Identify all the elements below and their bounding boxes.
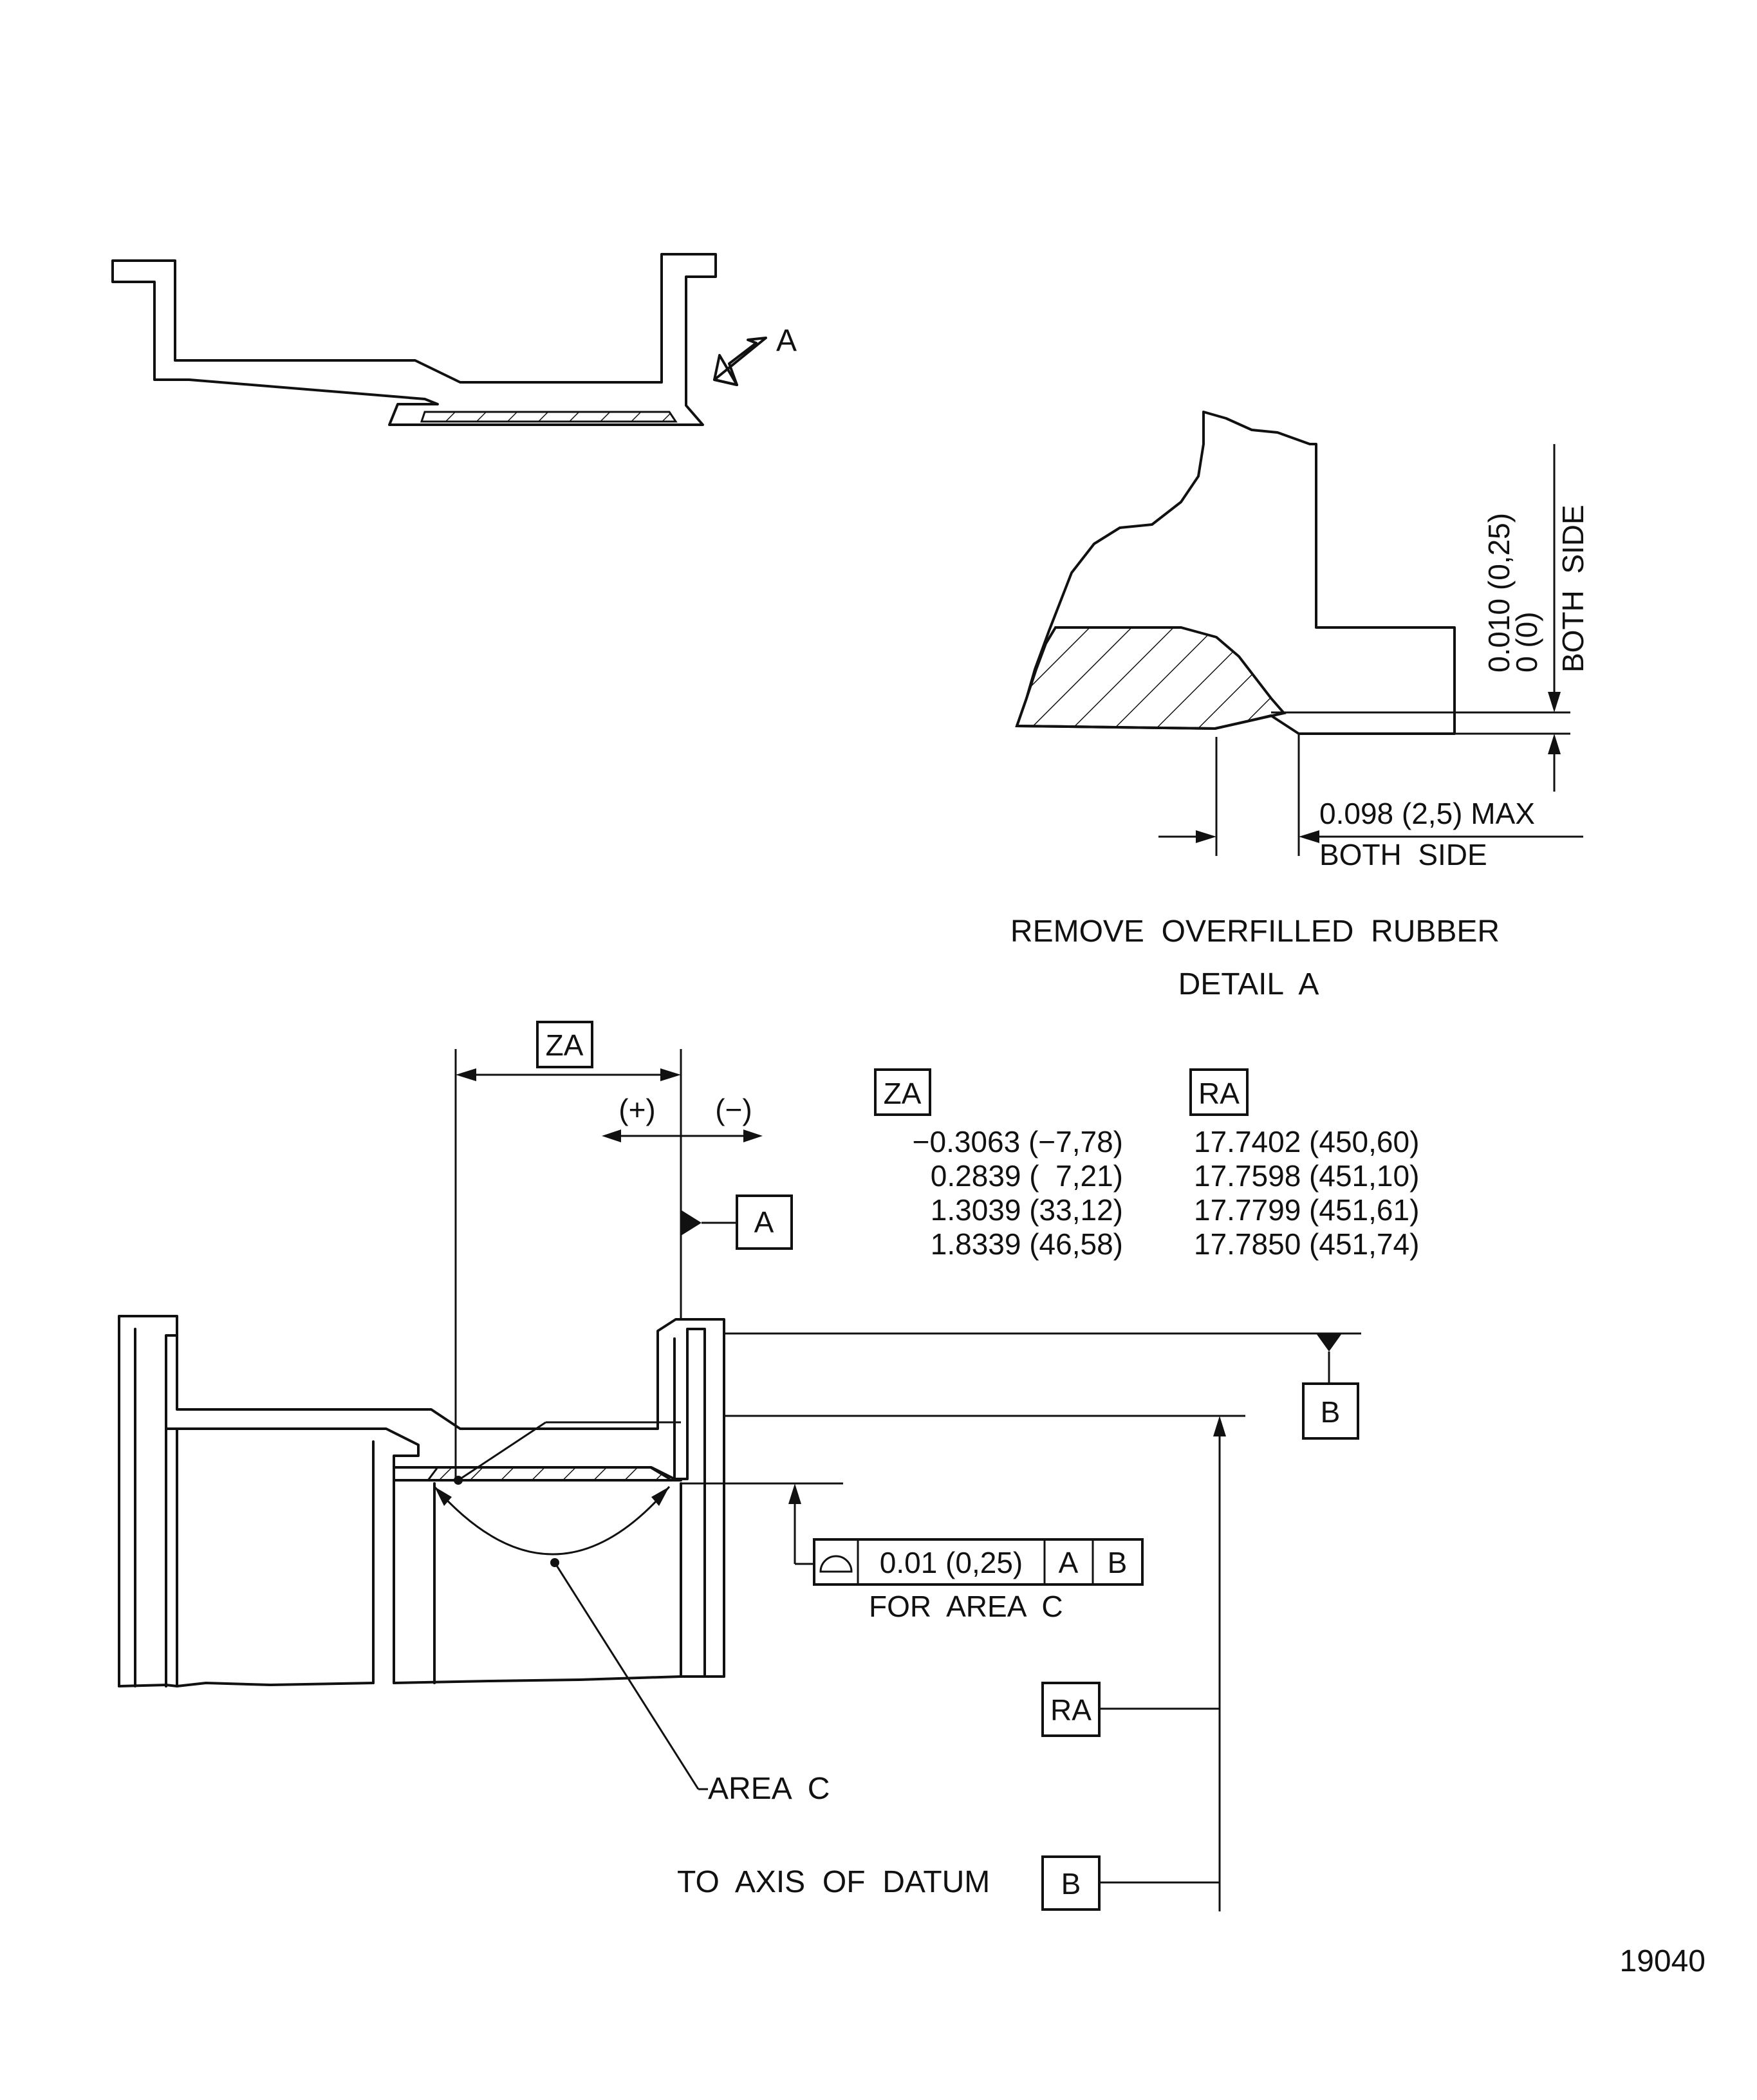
area-c-arc [433,1486,671,1556]
datum-b-box [1302,1382,1359,1440]
table-row-za: 1.8339 (46,58) [931,1227,1123,1261]
table-row-ra: 17.7799 (451,61) [1194,1193,1419,1227]
table-row-ra: 17.7402 (450,60) [1194,1125,1419,1158]
top-section-view: A [111,253,797,426]
top-rubber-strip [420,411,678,423]
ra-header-box [1189,1068,1249,1116]
za-dimension-box [536,1021,593,1068]
right-torn-edge [393,1675,725,1684]
detail-a-caption-line1: REMOVE OVERFILLED RUBBER [1010,915,1500,949]
axis-datum-box [1041,1855,1101,1911]
figure-number: 19040 [1620,1944,1706,1978]
table-row-ra: 17.7598 (451,10) [1194,1159,1419,1193]
datum-b-label: B [1321,1395,1341,1429]
ra-dimension-label: RA [1050,1693,1092,1727]
area-c-label: AREA C [708,1772,830,1806]
datum-a-triangle [681,1210,702,1236]
axis-datum-label: B [1061,1867,1081,1900]
minus-direction-label: (−) [715,1093,752,1126]
table-row-za: −0.3063 (−7,78) [913,1125,1123,1158]
top-section-outline [111,253,717,426]
axis-note: TO AXIS OF DATUM [677,1865,990,1899]
left-wall-outer [118,1315,178,1687]
table-row-za: 0.2839 ( 7,21) [931,1159,1123,1193]
left-torn-edge [118,1682,375,1687]
detail-a-horizontal-dim-note: BOTH SIDE [1319,838,1487,871]
top-view-arrowhead [713,354,738,386]
detail-a-vertical-dim-upper: 0.010 (0,25) [1482,513,1516,673]
detail-a-caption-line2: DETAIL A [1178,967,1319,1001]
tolerance-note: FOR AREA C [869,1590,1063,1623]
web-top-profile [176,1318,725,1678]
tolerance-datum-1: A [1059,1546,1079,1579]
tolerance-value: 0.01 (0,25) [880,1546,1023,1579]
datum-a-box [736,1194,793,1250]
datum-a-label: A [754,1205,774,1239]
detail-a-horizontal-dim: 0.098 (2,5) MAX [1319,797,1535,830]
detail-a-vertical-dim-lower: 0 (0) [1510,611,1543,673]
detail-a-rubber [1015,626,1287,730]
main-rubber-strip [426,1466,673,1482]
za-header: ZA [884,1077,922,1110]
table-row-za: 1.3039 (33,12) [931,1193,1123,1227]
ra-dimension-box [1041,1682,1101,1737]
plus-direction-label: (+) [618,1093,656,1126]
ra-header: RA [1198,1077,1240,1110]
top-view-arrow-label: A [776,324,797,358]
detail-a-vertical-dim-note: BOTH SIDE [1556,505,1590,673]
datum-b-triangle [1316,1333,1342,1352]
za-dimension-label: ZA [546,1028,584,1062]
table-row-ra: 17.7850 (451,74) [1194,1227,1419,1261]
profile-surface-icon [819,1555,853,1573]
tolerance-datum-2: B [1108,1546,1128,1579]
detail-a-view: 0.010 (0,25) 0 (0) BOTH SIDE 0.098 (2,5)… [1010,411,1590,1001]
dimension-table: ZA RA −0.3063 (−7,78) 17.7402 (450,60) 0… [874,1068,1419,1261]
main-section-view: ZA (+) (−) A B RA AREA C [118,1021,1361,1911]
feature-control-frame: 0.01 (0,25) A B [813,1538,1144,1586]
za-header-box [874,1068,931,1116]
